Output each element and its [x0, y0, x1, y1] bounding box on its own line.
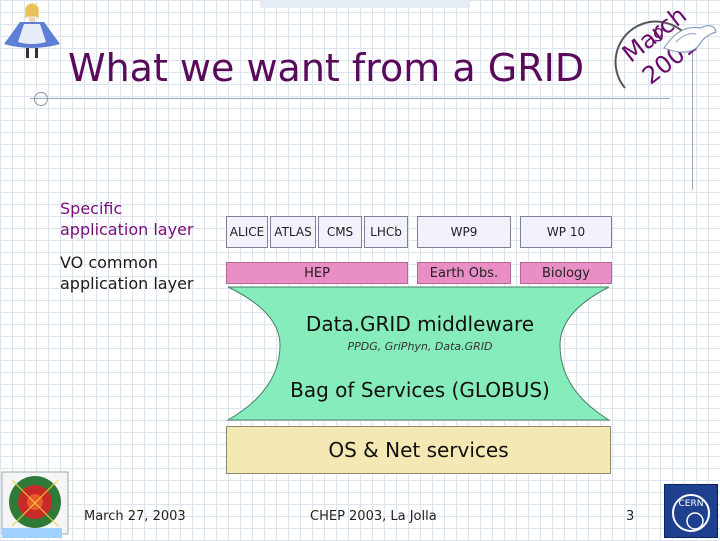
middleware-title: Data.GRID middleware [305, 312, 535, 336]
alice-figure-icon [4, 3, 60, 58]
app-box-atlas: ATLAS [270, 216, 316, 248]
stamp-circle-icon [614, 20, 688, 89]
event-display-logo-icon [1, 471, 69, 538]
app-box-lhcb: LHCb [364, 216, 408, 248]
middleware-subtitle: PPDG, GriPhyn, Data.GRID [347, 340, 493, 353]
app-box-alice: ALICE [226, 216, 268, 248]
title-underline [30, 98, 670, 99]
page-number: 3 [626, 509, 635, 524]
stamp-prefix: g [653, 22, 665, 43]
vertical-rule [692, 40, 693, 190]
os-net-services-box: OS & Net services [226, 426, 611, 474]
footer-date: March 27, 2003 [84, 509, 186, 524]
label-vo-common-application: VO common application layer [60, 253, 194, 293]
app-box-cms: CMS [318, 216, 362, 248]
header-decoration [260, 0, 470, 8]
crosshair-icon [34, 92, 48, 106]
dove-icon [663, 25, 717, 53]
vo-box-earth-obs: Earth Obs. [417, 262, 511, 284]
bag-of-services: Bag of Services (GLOBUS) [290, 378, 550, 402]
app-box-wp9: WP9 [417, 216, 511, 248]
cern-rings-icon [672, 494, 710, 532]
cern-logo-text: CERN [678, 499, 704, 509]
vo-box-hep: HEP [226, 262, 408, 284]
cern-logo: CERN [664, 484, 718, 538]
footer-conference: CHEP 2003, La Jolla [310, 509, 437, 524]
app-box-wp10: WP 10 [520, 216, 612, 248]
label-specific-application: Specific application layer [60, 199, 194, 239]
page-title: What we want from a GRID [68, 46, 585, 90]
vo-box-biology: Biology [520, 262, 612, 284]
